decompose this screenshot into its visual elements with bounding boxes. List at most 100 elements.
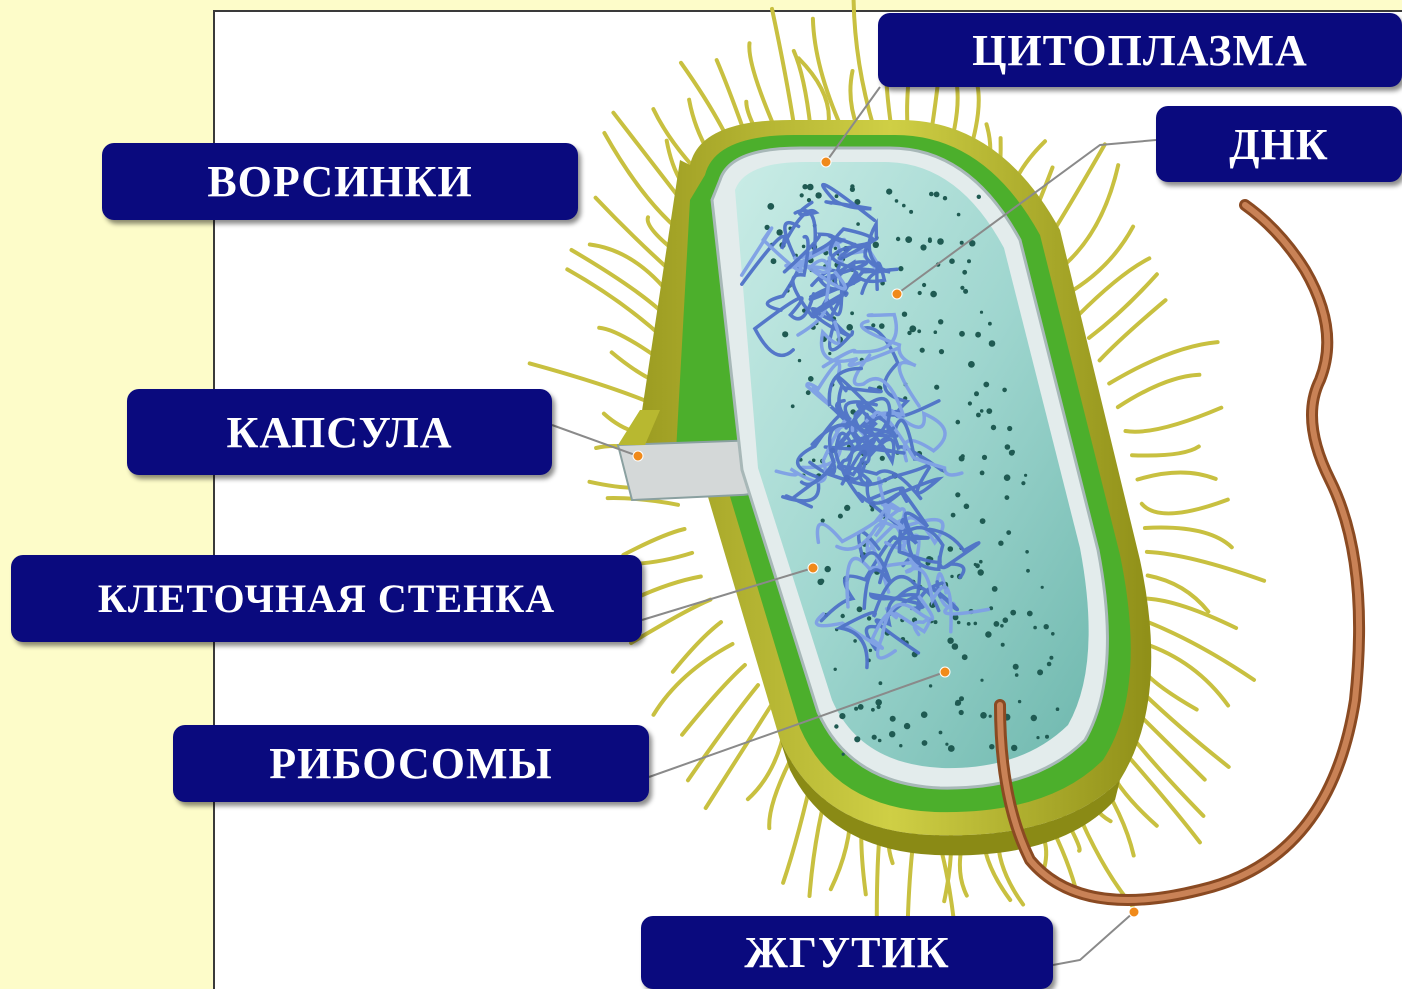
ribosome-dot	[976, 413, 981, 418]
ribosome-dot	[986, 408, 992, 414]
ribosome-dot	[1005, 444, 1011, 450]
ribosome-dot	[957, 213, 961, 217]
ribosome-dot	[1001, 643, 1005, 647]
ribosome-dot	[955, 700, 961, 706]
pilus	[654, 644, 733, 715]
ribosome-dot	[869, 649, 872, 652]
ribosome-dot	[767, 203, 774, 210]
ribosome-dot	[977, 195, 981, 199]
ribosome-dot	[980, 518, 986, 524]
ribosome-dot	[948, 546, 954, 552]
pilus	[1065, 227, 1133, 295]
ribosome-dot	[989, 340, 996, 347]
ribosome-dot	[834, 668, 837, 671]
ribosome-dot	[959, 710, 964, 715]
ribosome-dot	[850, 184, 854, 188]
ribosome-dot	[812, 459, 816, 463]
ribosome-dot	[839, 713, 845, 719]
ribosome-dot	[1036, 736, 1039, 739]
label-ribosomes: РИБОСОМЫ	[173, 725, 649, 802]
ribosome-dot	[899, 744, 902, 747]
ribosome-dot	[955, 492, 960, 497]
ribosome-dot	[929, 192, 934, 197]
pilus	[1145, 528, 1232, 548]
ribosome-dot	[1025, 550, 1029, 554]
ribosome-dot	[991, 425, 996, 430]
ribosome-dot	[889, 731, 895, 737]
ribosome-dot	[967, 622, 971, 626]
ribosome-dot	[1056, 707, 1060, 711]
ribosome-dot	[838, 514, 843, 519]
ribosome-dot	[877, 705, 881, 709]
ribosome-dot	[939, 731, 943, 735]
pilus	[1147, 599, 1236, 628]
ribosome-dot	[960, 241, 964, 245]
ribosome-dot	[857, 606, 863, 612]
ribosome-dot	[939, 349, 944, 354]
ribosome-dot	[1007, 426, 1012, 431]
ribosome-dot	[872, 735, 877, 740]
ribosome-dot	[945, 743, 948, 746]
pilus	[1138, 472, 1216, 479]
ribosome-dot	[980, 471, 985, 476]
pilus	[688, 685, 758, 780]
ribosome-dot	[1024, 474, 1027, 477]
ribosome-dot	[880, 456, 885, 461]
ribosome-dot	[989, 715, 992, 718]
ribosome-dot	[1002, 388, 1007, 393]
label-dna: ДНК	[1156, 106, 1402, 182]
ribosome-dot	[806, 390, 811, 395]
ribosome-dot	[934, 192, 940, 198]
ribosome-dot	[934, 620, 938, 624]
ribosome-dot	[979, 560, 983, 564]
ribosome-dot	[1049, 656, 1053, 660]
ribosome-dot	[1005, 495, 1010, 500]
label-cytoplasm: ЦИТОПЛАЗМА	[878, 13, 1402, 87]
ribosome-dot	[907, 331, 911, 335]
ribosome-dot	[1031, 715, 1037, 721]
ribosome-dot	[922, 283, 926, 287]
ribosome-dot	[904, 723, 910, 729]
pilus	[1143, 643, 1228, 705]
ribosome-dot	[854, 707, 858, 711]
ribosome-dot	[858, 704, 864, 710]
ribosome-dot	[974, 622, 978, 626]
ribosome-dot	[828, 352, 831, 355]
pilus	[1126, 408, 1222, 432]
ribosome-dot	[1015, 673, 1019, 677]
ribosome-dot	[1011, 450, 1015, 454]
ribosome-dot	[798, 359, 801, 362]
ribosome-dot	[959, 456, 965, 462]
dot-ribosomes	[940, 667, 950, 677]
ribosome-dot	[841, 614, 845, 618]
ribosome-dot	[1011, 745, 1017, 751]
ribosome-dot	[929, 684, 932, 687]
ribosome-dot	[825, 566, 831, 572]
ribosome-dot	[776, 229, 782, 235]
ribosome-dot	[1044, 624, 1049, 629]
pilus	[682, 665, 745, 735]
label-cell-wall: КЛЕТОЧНАЯ СТЕНКА	[11, 555, 642, 642]
ribosome-dot	[1004, 474, 1011, 481]
ribosome-dot	[844, 505, 850, 511]
ribosome-dot	[928, 239, 932, 243]
ribosome-dot	[879, 323, 885, 329]
pilus	[673, 622, 721, 672]
ribosome-dot	[917, 329, 921, 333]
ribosome-dot	[850, 311, 854, 315]
leader-flagellum	[1053, 912, 1134, 965]
ribosome-dot	[985, 631, 991, 637]
ribosome-dot	[802, 184, 807, 189]
ribosome-dot	[934, 385, 939, 390]
ribosome-dot	[934, 330, 938, 334]
ribosome-dot	[975, 563, 980, 568]
pilus	[1089, 274, 1157, 338]
ribosome-dot	[842, 753, 845, 756]
ribosome-dot	[819, 579, 824, 584]
ribosome-dot	[968, 401, 972, 405]
ribosome-dot	[871, 708, 875, 712]
ribosome-dot	[980, 409, 984, 413]
ribosome-dot	[963, 289, 968, 294]
ribosome-dot	[1027, 611, 1033, 617]
pilus	[1142, 500, 1228, 514]
